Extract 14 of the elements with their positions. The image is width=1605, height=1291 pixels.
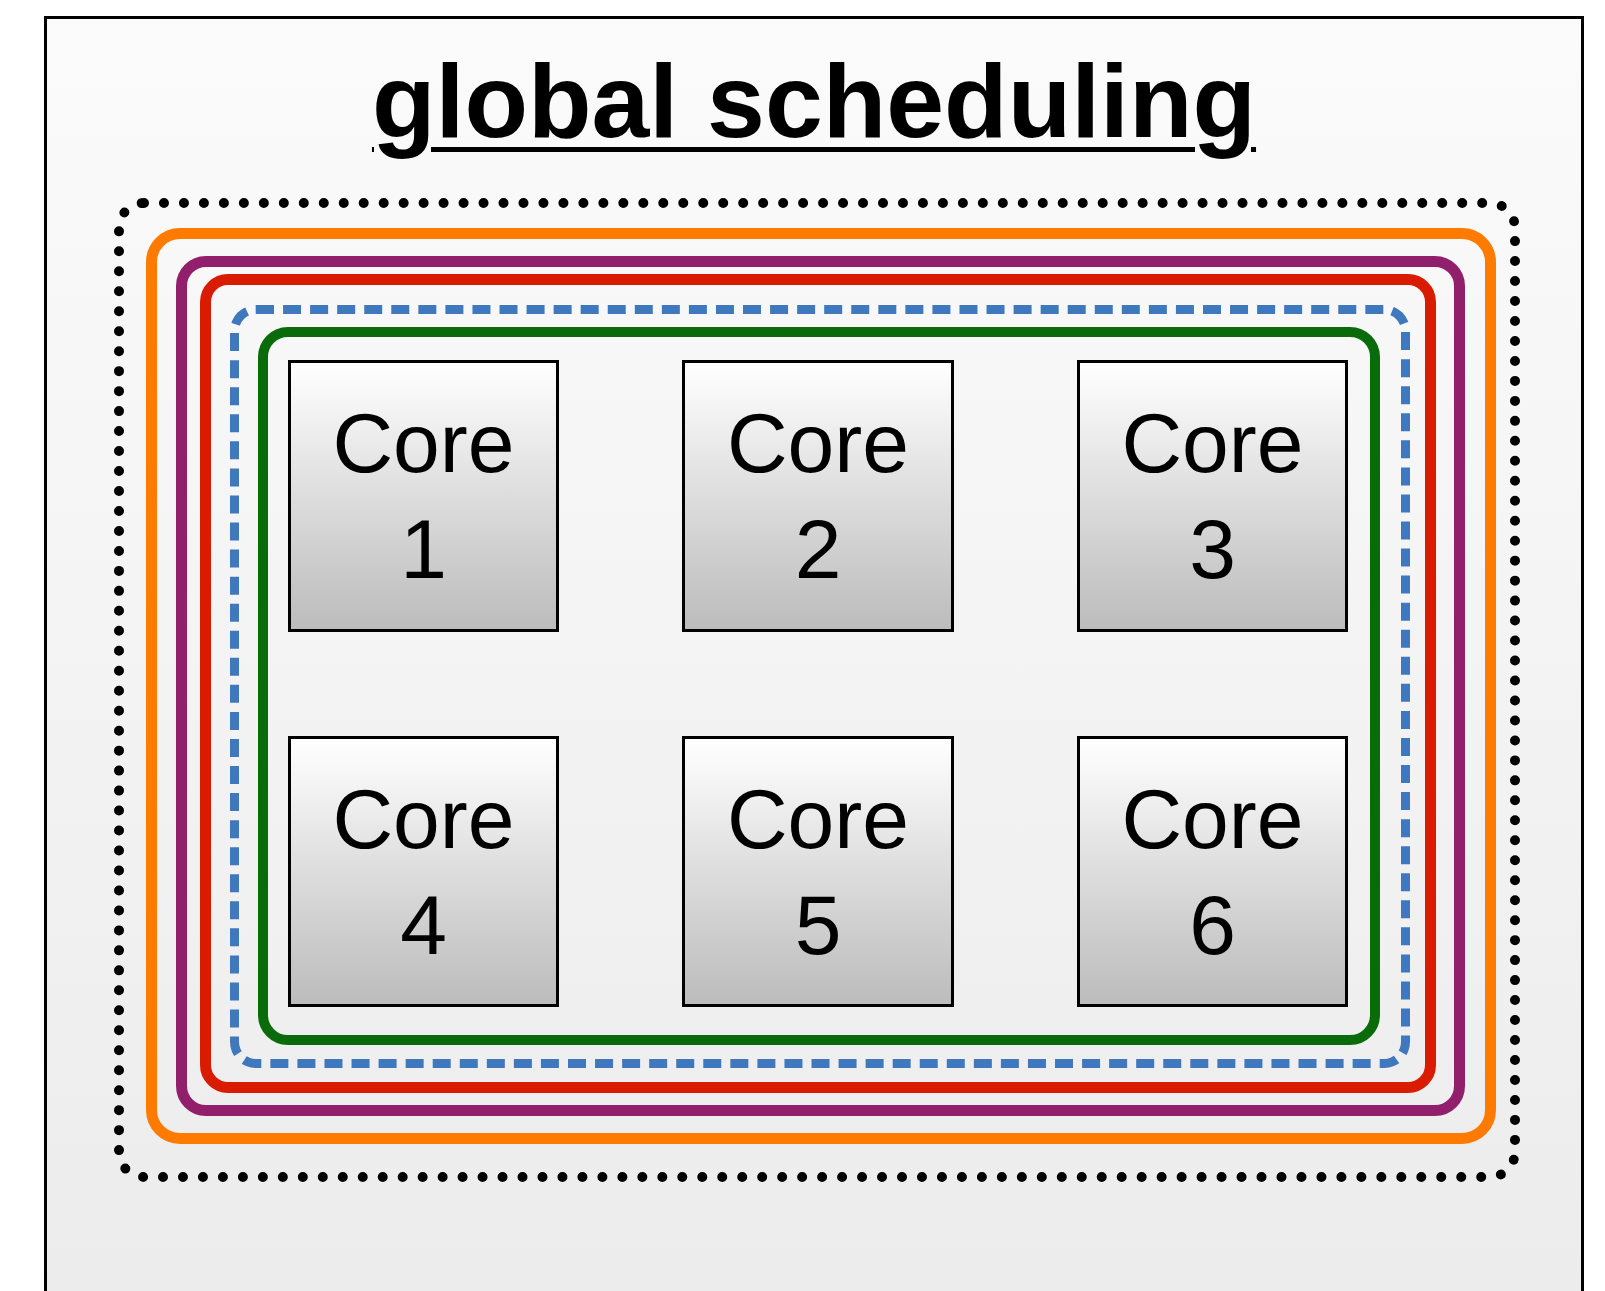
- core-label: Core 3: [1120, 395, 1305, 598]
- core-label: Core 2: [725, 395, 911, 598]
- panel: [44, 16, 1584, 1291]
- core-label: Core 5: [725, 770, 911, 974]
- title: global scheduling: [371, 42, 1257, 161]
- core-box: [1077, 360, 1348, 632]
- core-box: [682, 736, 954, 1007]
- core-box: [288, 360, 559, 632]
- core-box: [682, 360, 954, 632]
- core-box: [288, 736, 559, 1007]
- core-label: Core 6: [1120, 770, 1305, 974]
- core-label: Core 1: [331, 395, 516, 598]
- core-label: Core 4: [331, 770, 516, 974]
- core-box: [1077, 736, 1348, 1007]
